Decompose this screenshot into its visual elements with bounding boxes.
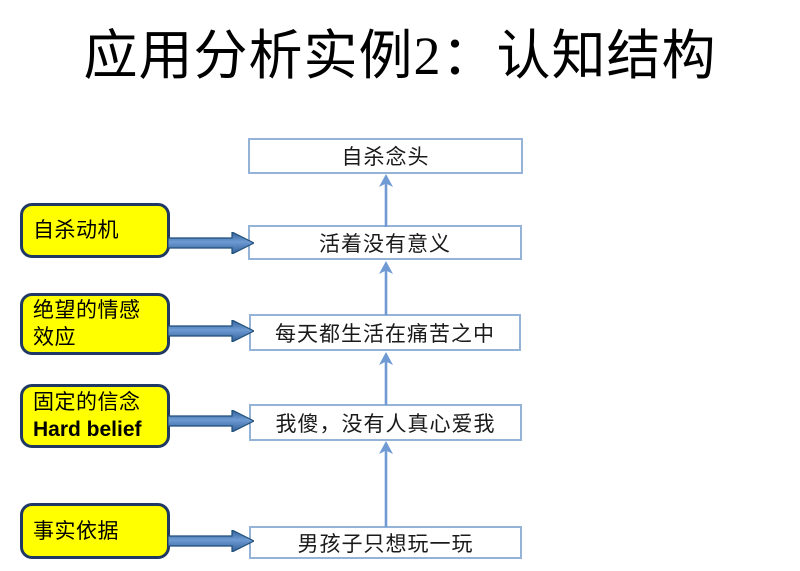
statement-label: 活着没有意义: [319, 231, 451, 256]
block-arrow-suicide-motive: [168, 232, 254, 254]
tag-line-1: 事实依据: [33, 518, 119, 543]
statement-box-life-meaningless[interactable]: 活着没有意义: [248, 225, 522, 260]
block-arrow-factual-basis: [168, 530, 254, 552]
tag-box-hard-belief[interactable]: 固定的信念 Hard belief: [20, 384, 170, 448]
statement-label: 男孩子只想玩一玩: [297, 531, 474, 556]
tag-box-factual-basis[interactable]: 事实依据: [20, 503, 170, 559]
tag-line-1: 绝望的情感: [33, 298, 141, 322]
tag-box-suicide-motive[interactable]: 自杀动机: [20, 203, 170, 258]
statement-box-suicidal-thought[interactable]: 自杀念头: [248, 138, 523, 174]
page-title: 应用分析实例2：认知结构: [83, 26, 717, 86]
tag-line-1: 自杀动机: [33, 218, 119, 242]
flow-arrow-up-to-daily-suffering: [378, 352, 394, 405]
block-arrow-despair-emotion: [168, 320, 254, 342]
statement-label: 我傻，没有人真心爱我: [275, 411, 496, 436]
statement-label: 自杀念头: [341, 145, 430, 169]
flow-arrow-up-to-life-meaningless: [378, 261, 394, 315]
flow-arrow-up-to-nobody-loves-me: [378, 441, 394, 527]
tag-box-despair-emotion[interactable]: 绝望的情感 效应: [20, 293, 170, 355]
statement-box-nobody-loves-me[interactable]: 我傻，没有人真心爱我: [249, 404, 522, 441]
statement-label: 每天都生活在痛苦之中: [275, 321, 495, 346]
tag-line-2: 效应: [33, 325, 76, 349]
tag-line-1: 固定的信念: [33, 390, 141, 414]
flow-arrow-up-to-suicidal-thought: [378, 174, 394, 227]
statement-box-daily-suffering[interactable]: 每天都生活在痛苦之中: [249, 314, 521, 351]
tag-line-2: Hard belief: [33, 418, 142, 441]
statement-box-boy-just-playing[interactable]: 男孩子只想玩一玩: [249, 526, 522, 559]
block-arrow-hard-belief: [168, 410, 254, 432]
